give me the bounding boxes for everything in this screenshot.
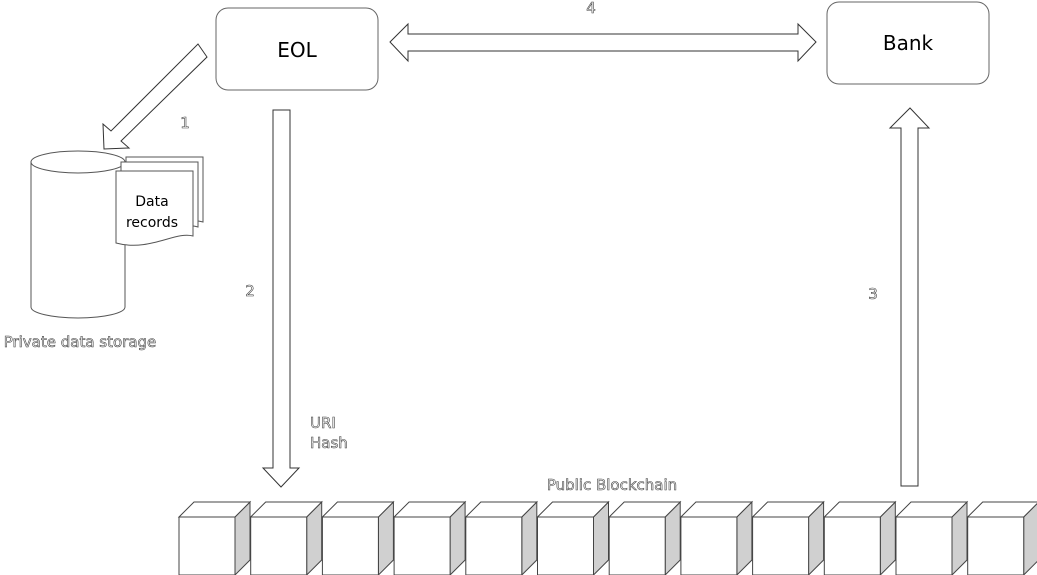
blockchain-block: [464, 500, 539, 575]
data-records-label-line2: records: [126, 215, 178, 231]
storage-caption: Private data storage: [4, 333, 157, 351]
data-records-stack: Data records: [115, 156, 204, 246]
payload-hash-label: Hash: [310, 434, 348, 452]
blockchain-block: [679, 500, 754, 575]
blockchain-block: [607, 500, 682, 575]
step-3-label: 3: [868, 285, 878, 303]
payload-uri-label: URI: [310, 414, 336, 432]
blockchain-block: [392, 500, 467, 575]
arrow-blockchain-bank: 3: [868, 107, 931, 487]
public-blockchain: [177, 500, 1037, 575]
arrow-eol-bank: 4: [389, 0, 817, 63]
step-2-label: 2: [245, 282, 255, 300]
eol-label: EOL: [277, 38, 317, 62]
blockchain-block: [249, 500, 323, 575]
arrow-eol-storage: 1: [102, 43, 208, 150]
bank-label: Bank: [883, 31, 934, 55]
eol-node: EOL: [215, 7, 379, 91]
private-storage-cylinder: [30, 150, 126, 319]
bank-node: Bank: [826, 1, 990, 85]
step-1-label: 1: [180, 114, 190, 132]
blockchain-block: [751, 500, 825, 575]
blockchain-caption: Public Blockchain: [547, 476, 677, 494]
step-4-label: 4: [586, 0, 596, 17]
blockchain-block: [966, 501, 1037, 575]
data-records-label-line1: Data: [135, 194, 168, 210]
blockchain-block: [894, 500, 969, 575]
arrow-eol-blockchain: 2 URI Hash: [245, 109, 348, 488]
blockchain-block: [177, 500, 252, 575]
blockchain-block: [321, 500, 395, 575]
blockchain-block: [536, 500, 610, 575]
blockchain-block: [823, 500, 897, 575]
